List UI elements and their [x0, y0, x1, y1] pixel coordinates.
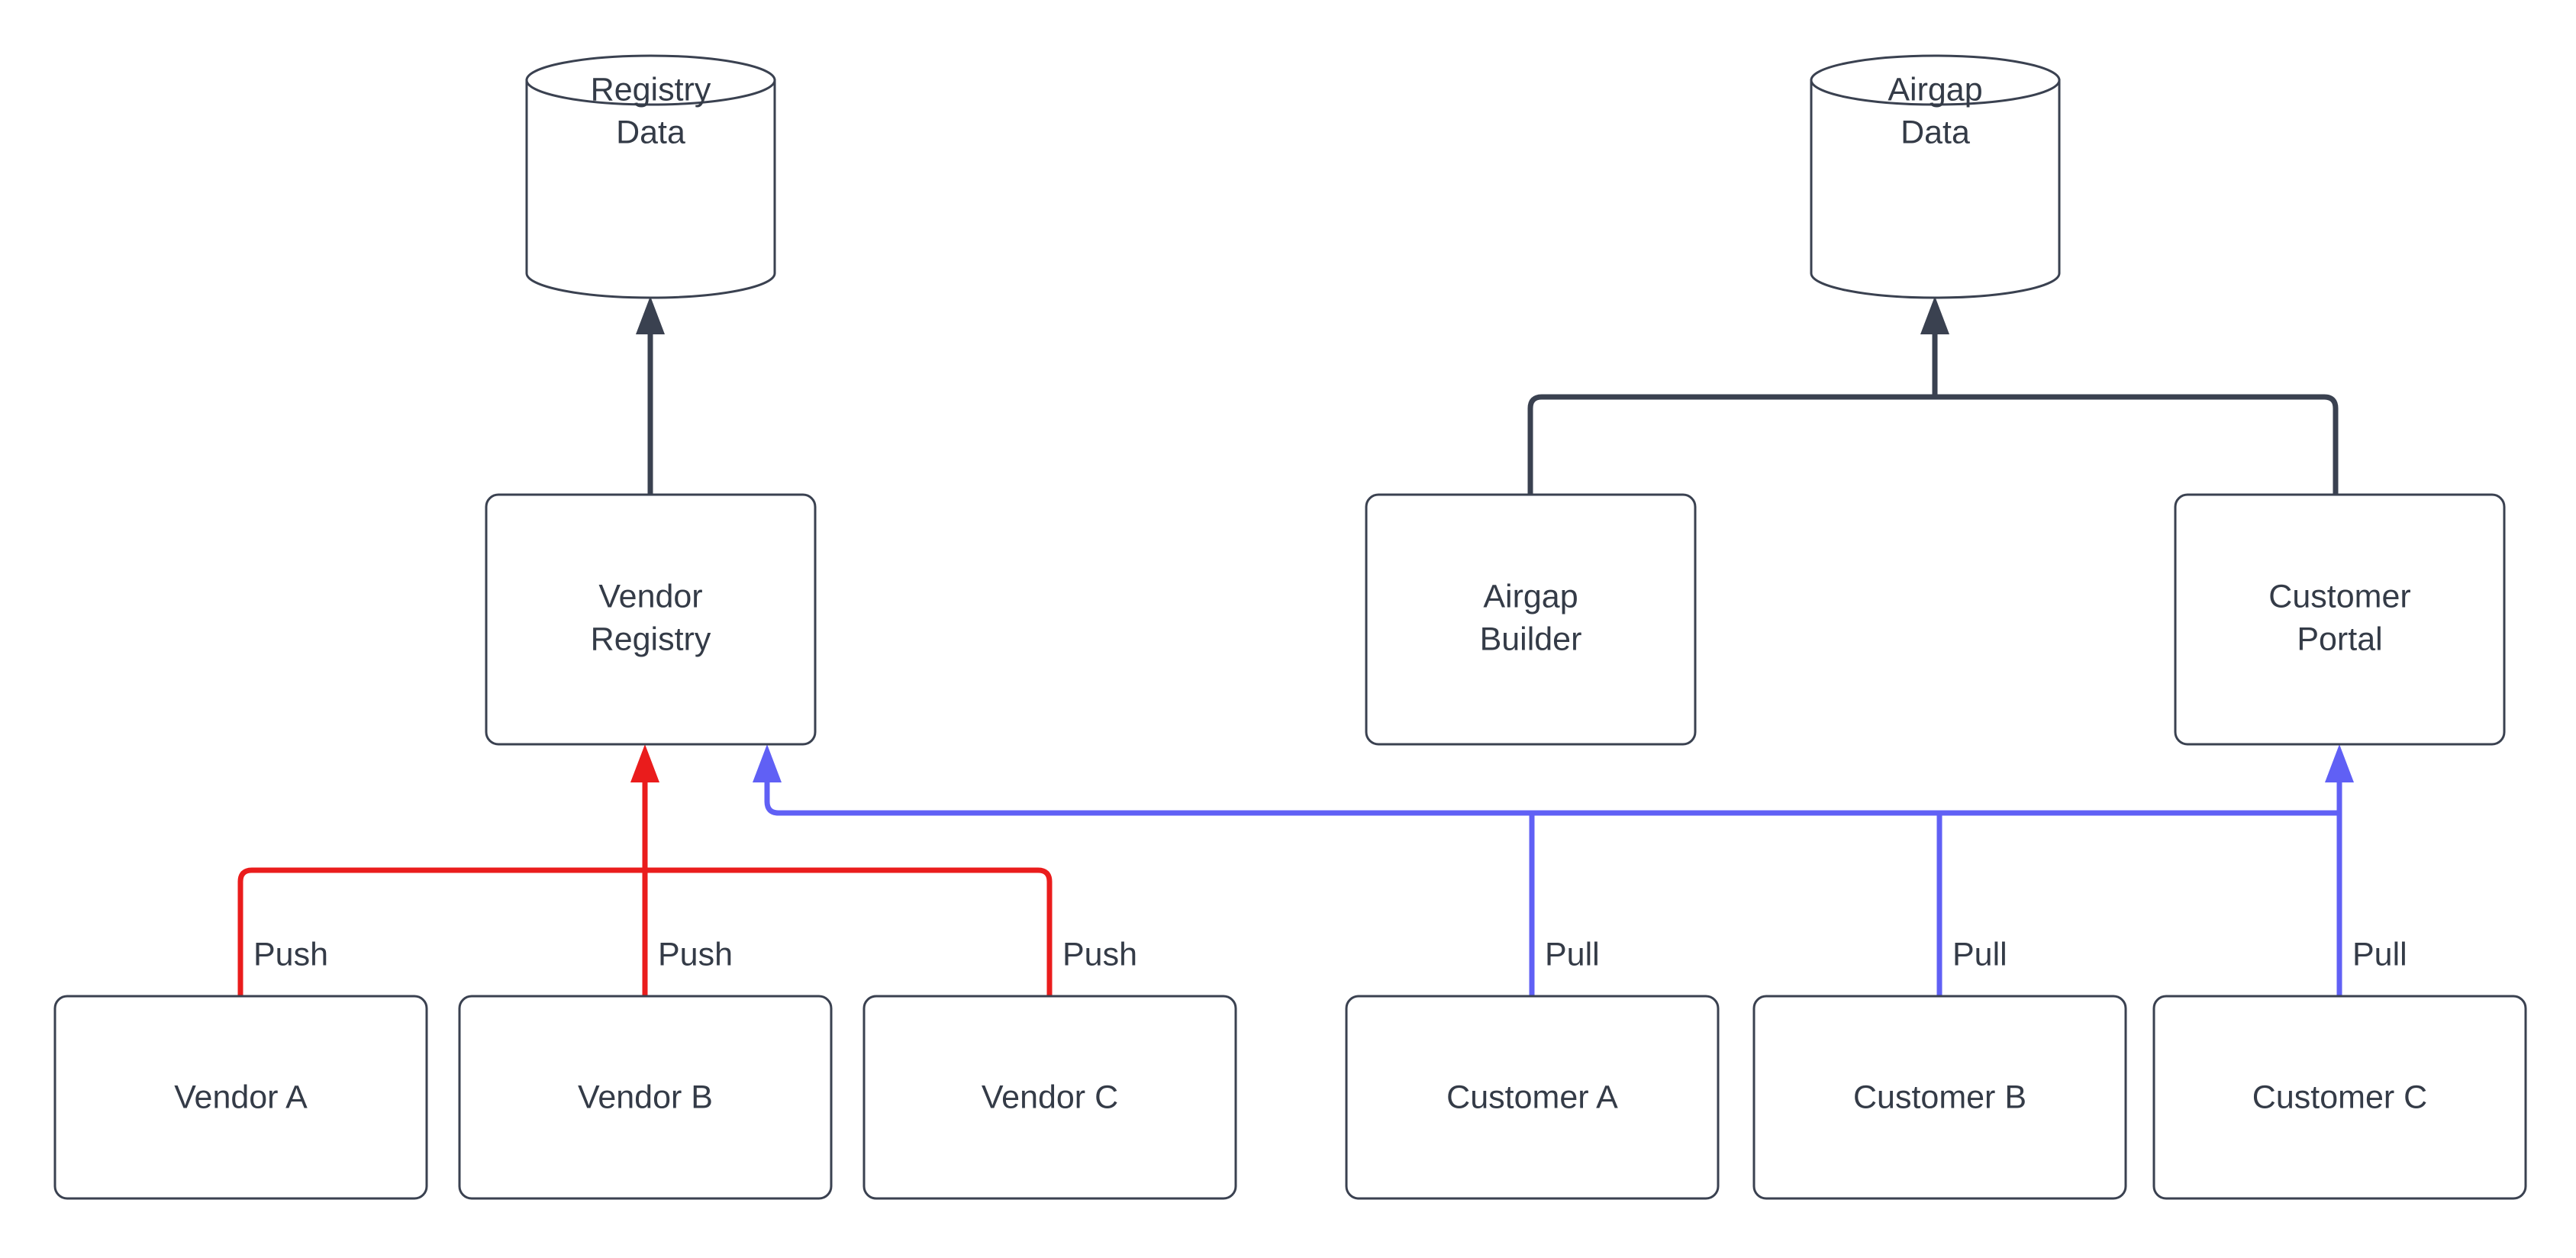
- arrowhead-up-icon: [753, 744, 782, 782]
- edge-label-pull-customer-c: Pull: [2352, 936, 2407, 973]
- node-vendor-a-label: Vendor A: [174, 1079, 308, 1115]
- edge-label-push-vendor-b: Push: [658, 936, 733, 973]
- node-vendor-c[interactable]: Vendor C: [862, 995, 1237, 1200]
- arrowhead-up-icon: [1920, 296, 1949, 334]
- node-registry-data[interactable]: Registry Data: [525, 54, 776, 299]
- node-vendor-b[interactable]: Vendor B: [458, 995, 833, 1200]
- node-vendor-registry-line2: Registry: [591, 621, 711, 657]
- edge-label-push-vendor-c: Push: [1062, 936, 1137, 973]
- edge-label-pull-customer-b: Pull: [1952, 936, 2007, 973]
- node-registry-data-line2: Data: [616, 114, 685, 150]
- node-airgap-data-line1: Airgap: [1888, 71, 1982, 108]
- edge-label-push-vendor-a: Push: [253, 936, 328, 973]
- node-vendor-registry[interactable]: Vendor Registry: [485, 493, 817, 746]
- node-customer-b-label: Customer B: [1853, 1079, 2026, 1115]
- edge-airgap-bus-to-airgap-data: [1527, 296, 2339, 495]
- node-customer-portal-line2: Portal: [2297, 621, 2382, 657]
- arrowhead-up-icon: [2325, 744, 2354, 782]
- node-vendor-c-label: Vendor C: [982, 1079, 1118, 1115]
- node-airgap-builder-line1: Airgap: [1483, 578, 1578, 614]
- node-airgap-builder[interactable]: Airgap Builder: [1365, 493, 1697, 746]
- node-customer-portal[interactable]: Customer Portal: [2174, 493, 2506, 746]
- node-airgap-data-line2: Data: [1901, 114, 1970, 150]
- node-customer-a[interactable]: Customer A: [1345, 995, 1720, 1200]
- node-vendor-registry-line1: Vendor: [598, 578, 702, 614]
- edge-push-bus: [237, 744, 1053, 996]
- node-airgap-builder-line2: Builder: [1480, 621, 1582, 657]
- node-customer-portal-line1: Customer: [2268, 578, 2410, 614]
- edge-vendor-registry-to-registry-data: [636, 296, 665, 495]
- node-airgap-data[interactable]: Airgap Data: [1810, 54, 2061, 299]
- node-registry-data-line1: Registry: [591, 71, 711, 108]
- edge-label-pull-customer-a: Pull: [1545, 936, 1600, 973]
- node-customer-b[interactable]: Customer B: [1752, 995, 2127, 1200]
- node-vendor-a[interactable]: Vendor A: [53, 995, 428, 1200]
- node-customer-c[interactable]: Customer C: [2152, 995, 2527, 1200]
- node-customer-c-label: Customer C: [2252, 1079, 2427, 1115]
- edge-pull-bus: [753, 744, 2354, 996]
- arrowhead-up-icon: [636, 296, 665, 334]
- arrowhead-up-icon: [630, 744, 659, 782]
- node-vendor-b-label: Vendor B: [578, 1079, 713, 1115]
- node-customer-a-label: Customer A: [1446, 1079, 1618, 1115]
